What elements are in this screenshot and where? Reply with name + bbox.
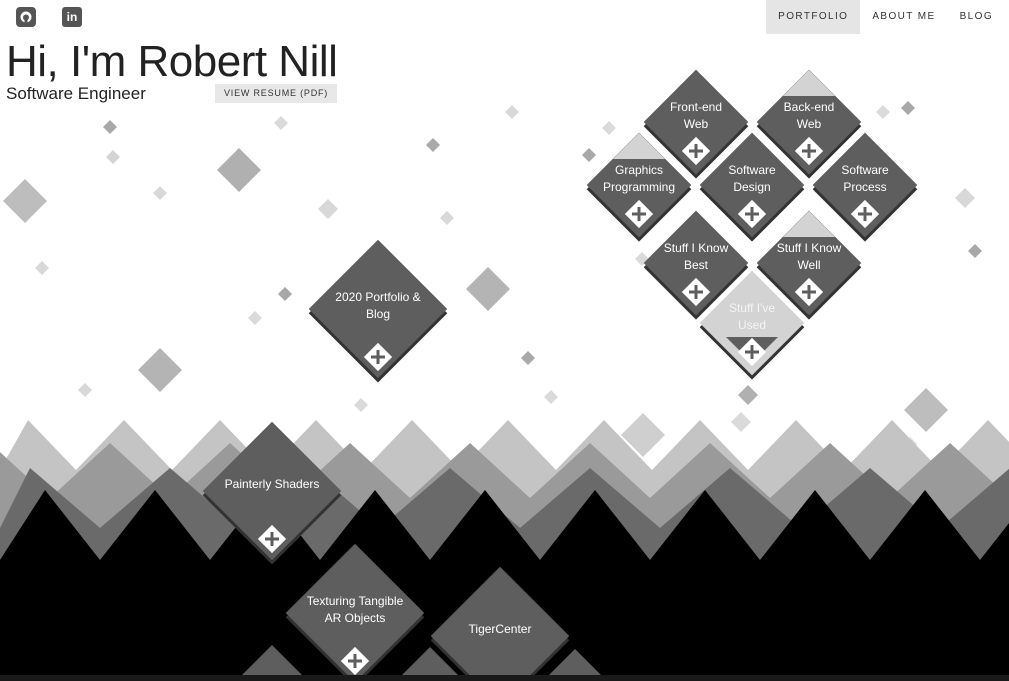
nav-about-me[interactable]: ABOUT ME (872, 11, 936, 22)
decor-diamond (582, 148, 596, 162)
decor-diamond (278, 287, 292, 301)
decor-diamond (602, 121, 616, 135)
decor-diamond (78, 383, 92, 397)
tile-label: Front-end Web (669, 100, 723, 131)
decor-diamond (731, 412, 751, 432)
decor-diamond (138, 348, 182, 392)
project-texturing-ar[interactable]: Texturing Tangible AR Objects (280, 538, 430, 681)
github-icon[interactable] (16, 7, 36, 27)
tile-label: Software Process (841, 163, 889, 194)
skill-graphics-programming[interactable]: Graphics Programming (581, 127, 697, 243)
tile-top-highlight (783, 211, 835, 237)
decor-diamond (621, 413, 665, 457)
decor-diamond (318, 199, 338, 219)
tile-label: Stuff I've Used (728, 301, 776, 332)
project-tigercenter[interactable]: TigerCenter (425, 561, 575, 681)
decor-diamond (955, 188, 975, 208)
tile-top-highlight (783, 70, 835, 96)
tile-label: 2020 Portfolio & Blog (335, 290, 421, 321)
tile-label: Graphics Programming (602, 163, 676, 194)
decor-diamond (521, 351, 535, 365)
decor-diamond (426, 138, 440, 152)
project-portfolio-blog[interactable]: 2020 Portfolio & Blog (303, 234, 453, 384)
view-resume-button[interactable]: VIEW RESUME (PDF) (215, 84, 338, 103)
decor-diamond (274, 116, 288, 130)
decor-diamond (466, 267, 510, 311)
decor-diamond (3, 179, 47, 223)
linkedin-glyph: in (66, 10, 78, 24)
tile-label: Stuff I Know Well (776, 241, 842, 272)
tile-label: Software Design (728, 163, 776, 194)
nav-blog[interactable]: BLOG (959, 11, 993, 22)
decor-diamond (103, 120, 117, 134)
decor-diamond (217, 148, 261, 192)
page-title: Hi, I'm Robert Nill (6, 37, 338, 86)
decor-diamond (904, 388, 948, 432)
main-nav: PORTFOLIO ABOUT ME BLOG (766, 0, 1005, 34)
footer-edge (0, 675, 1009, 681)
tile-label: Stuff I Know Best (663, 241, 729, 272)
decor-peak (549, 649, 601, 675)
decor-diamond (738, 385, 758, 405)
skill-know-well[interactable]: Stuff I Know Well (751, 205, 867, 321)
linkedin-icon[interactable]: in (62, 7, 82, 27)
decor-peak (402, 647, 458, 675)
skill-have-used[interactable]: Stuff I've Used (694, 265, 810, 381)
decor-diamond (505, 105, 519, 119)
project-painterly-shaders[interactable]: Painterly Shaders (197, 416, 347, 566)
decor-diamond (968, 244, 982, 258)
tile-label: Texturing Tangible AR Objects (306, 594, 404, 625)
skill-backend-web[interactable]: Back-end Web (751, 64, 867, 180)
decor-diamond (544, 390, 558, 404)
scattered-diamonds (3, 101, 982, 457)
tile-label: Back-end Web (783, 100, 835, 131)
skill-know-best[interactable]: Stuff I Know Best (638, 205, 754, 321)
decor-diamond (35, 261, 49, 275)
decor-diamond (901, 101, 915, 115)
tile-top-highlight (613, 133, 665, 159)
skill-software-design[interactable]: Software Design (694, 127, 810, 243)
decor-diamond (440, 211, 454, 225)
decor-diamond (876, 105, 890, 119)
tile-label: Painterly Shaders (224, 477, 320, 491)
skill-frontend-web[interactable]: Front-end Web (638, 64, 754, 180)
decor-diamond (153, 186, 167, 200)
github-glyph (20, 11, 32, 24)
job-title: Software Engineer (6, 84, 146, 103)
skill-software-process[interactable]: Software Process (807, 127, 923, 243)
decor-diamond (248, 311, 262, 325)
decor-peak (242, 645, 302, 675)
nav-portfolio[interactable]: PORTFOLIO (766, 0, 861, 34)
decor-diamond (354, 398, 368, 412)
tile-label: TigerCenter (468, 622, 532, 636)
decor-diamond (106, 150, 120, 164)
